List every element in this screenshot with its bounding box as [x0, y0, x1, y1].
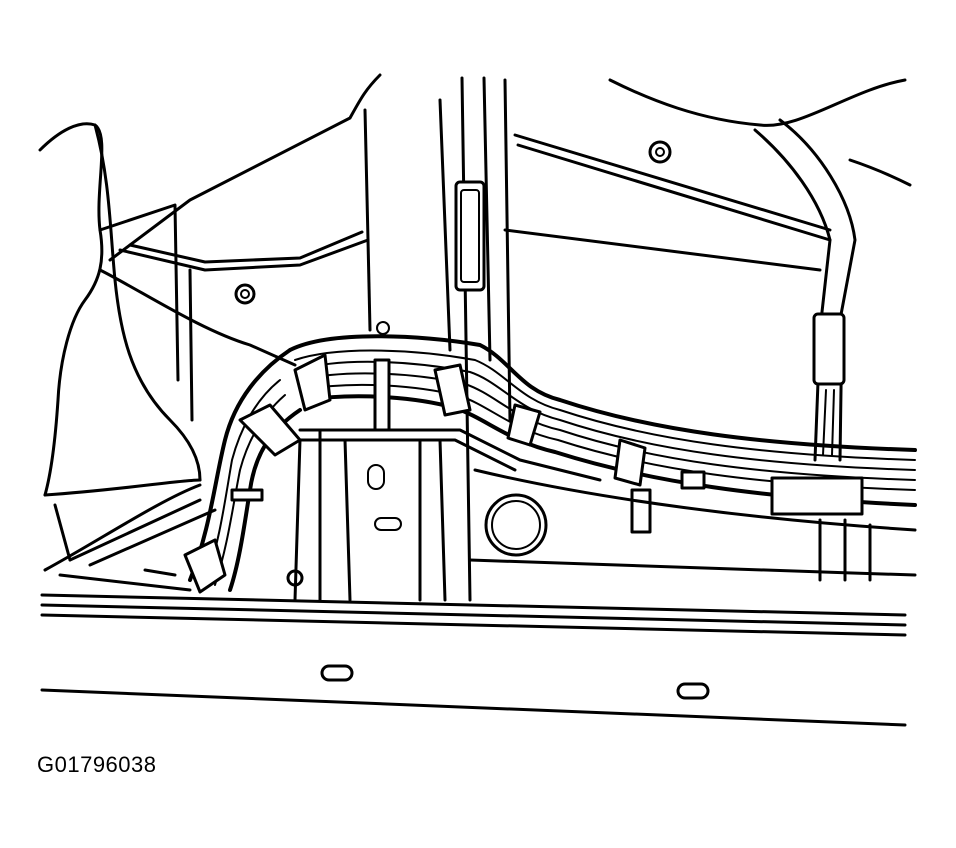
bolts: [234, 140, 672, 335]
left-panel: [38, 122, 297, 497]
right-upper-panel: [503, 78, 912, 332]
wiring-harness-illustration: [38, 73, 917, 727]
lower-left-floor: [43, 483, 217, 592]
lower-rail: [286, 428, 917, 602]
upper-body-panels: [108, 73, 382, 422]
sill: [40, 593, 907, 727]
figure-id-label: G01796038: [37, 752, 157, 777]
right-tube: [812, 312, 846, 462]
harness-clips: [183, 353, 864, 594]
center-pillar: [438, 76, 512, 602]
